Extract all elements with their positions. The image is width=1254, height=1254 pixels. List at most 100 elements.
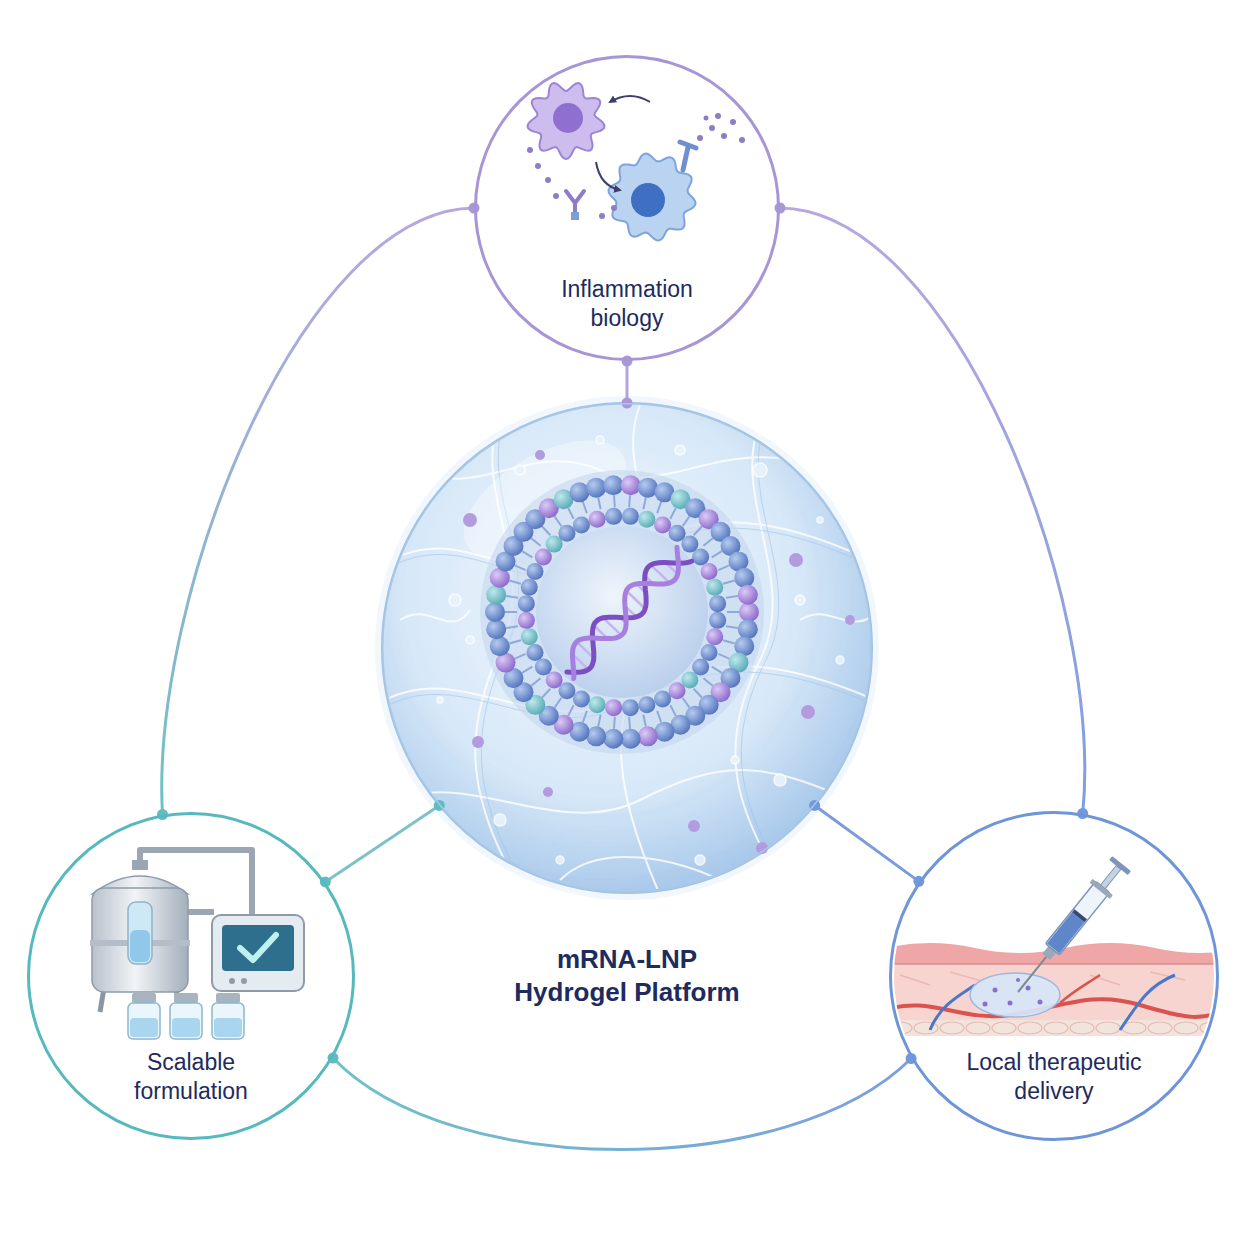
connector xyxy=(157,203,479,820)
bioreactor-icon-part xyxy=(241,978,247,984)
skin-section-part xyxy=(885,955,1225,1021)
syringe-part xyxy=(1072,909,1087,922)
syringe xyxy=(1008,855,1132,1000)
gel-particles xyxy=(463,450,855,854)
mrna-base xyxy=(603,618,621,636)
lipid-head xyxy=(518,612,535,629)
skin-section-part-part xyxy=(983,1002,988,1007)
cytokine-dots-part xyxy=(535,163,541,169)
lipid-tail xyxy=(515,654,526,659)
cell-nucleus xyxy=(631,183,665,217)
lipid-tail xyxy=(726,596,738,598)
lipid-head xyxy=(526,644,543,661)
receptor xyxy=(680,142,696,170)
lipid-head xyxy=(739,602,759,622)
hydrogel-mesh-part xyxy=(385,405,880,895)
cytokine-dots-part xyxy=(527,147,533,153)
lipid-head xyxy=(638,696,655,713)
syringe-part xyxy=(1100,866,1120,889)
lipid-tail xyxy=(712,667,722,673)
immune-cells-icon xyxy=(527,83,745,240)
lipid-head xyxy=(558,525,575,542)
mrna-backbone xyxy=(567,561,692,672)
lipid-tail xyxy=(531,678,540,686)
skin-section-part xyxy=(885,963,1245,965)
lipid-tail xyxy=(506,596,518,598)
lnp-shadow xyxy=(480,470,764,754)
lipid-head xyxy=(709,595,726,612)
lipid-head xyxy=(526,563,543,580)
lipid-head xyxy=(706,628,723,645)
gel-bubble xyxy=(494,814,506,826)
skin-section-part-part xyxy=(1008,1001,1013,1006)
mrna-base xyxy=(651,565,670,583)
gel-bubble xyxy=(449,594,461,606)
hydrogel-sphere xyxy=(375,396,880,900)
gel-bubble xyxy=(753,463,767,477)
bioreactor-icon-part xyxy=(222,925,294,971)
node-label: mRNA-LNP Hydrogel Platform xyxy=(505,943,750,1010)
gel-particle xyxy=(463,513,477,527)
signal-arrow xyxy=(610,96,650,102)
lipid-tail xyxy=(712,551,722,557)
cell-nucleus xyxy=(553,103,583,133)
lnp-core xyxy=(536,526,708,698)
lipid-tail xyxy=(506,626,518,628)
cytokine-dots-part xyxy=(739,137,745,143)
hydrogel-mesh-part-part xyxy=(400,610,470,622)
lipid-tail xyxy=(703,538,712,546)
syringe-part xyxy=(1047,912,1085,953)
lipid-head xyxy=(586,478,606,498)
circle-outline-stroke xyxy=(383,404,872,893)
lipid-tail xyxy=(531,538,540,546)
connector xyxy=(809,800,924,887)
lipid-tail xyxy=(726,626,738,628)
lipid-tail xyxy=(509,640,521,643)
vials-part xyxy=(212,1003,244,1039)
lipid-head xyxy=(738,619,758,639)
syringe-part xyxy=(1109,856,1131,875)
lipid-tail xyxy=(703,678,712,686)
lipid-head xyxy=(654,691,671,708)
cytokine-dots-part xyxy=(721,133,727,139)
lipid-tail xyxy=(505,611,517,613)
vials-part xyxy=(130,1018,158,1037)
lipid-head xyxy=(701,563,718,580)
mrna-strand xyxy=(567,547,692,678)
hydrogel-sphere-part xyxy=(382,403,872,893)
lipid-tail xyxy=(542,526,550,535)
skin-section-part-part xyxy=(1038,1000,1043,1005)
circle-outline xyxy=(382,403,872,893)
lipid-tail xyxy=(522,667,532,673)
lipid-tail xyxy=(515,565,526,570)
lipid-tail xyxy=(657,502,661,513)
lipid-tail xyxy=(568,705,574,716)
mrna-base xyxy=(626,591,645,609)
bioreactor-icon-part xyxy=(186,909,214,915)
lipid-head xyxy=(706,579,723,596)
lipid-head xyxy=(486,585,506,605)
lipid-tail xyxy=(613,495,616,507)
cytokine-dots-part xyxy=(697,135,703,141)
signal-arrow xyxy=(596,162,620,190)
platform-core: mRNA-LNP Hydrogel Platform xyxy=(382,403,872,893)
lipid-tail xyxy=(555,516,562,526)
lipid-tail xyxy=(718,654,729,659)
connector xyxy=(775,203,1089,820)
gel-bubble xyxy=(731,756,739,764)
connector xyxy=(622,356,633,409)
gel-bubble xyxy=(817,517,823,523)
lipid-tail xyxy=(670,508,676,519)
hydrogel-sphere-part xyxy=(375,396,879,900)
bioreactor-icon-part xyxy=(132,860,148,870)
connector-line xyxy=(780,208,1085,814)
skin-section-part xyxy=(970,973,1060,1017)
bioreactor-icon-part xyxy=(229,978,235,984)
topic-circle: Scalable formulation xyxy=(27,812,355,1140)
skin-section-part xyxy=(1120,975,1175,1030)
skin-section-part-part xyxy=(1026,986,1031,991)
skin-section-part-part xyxy=(940,1022,964,1034)
lipid-head xyxy=(638,511,655,528)
skin-section-part-part xyxy=(1044,1022,1068,1034)
lipid-head xyxy=(486,619,506,639)
